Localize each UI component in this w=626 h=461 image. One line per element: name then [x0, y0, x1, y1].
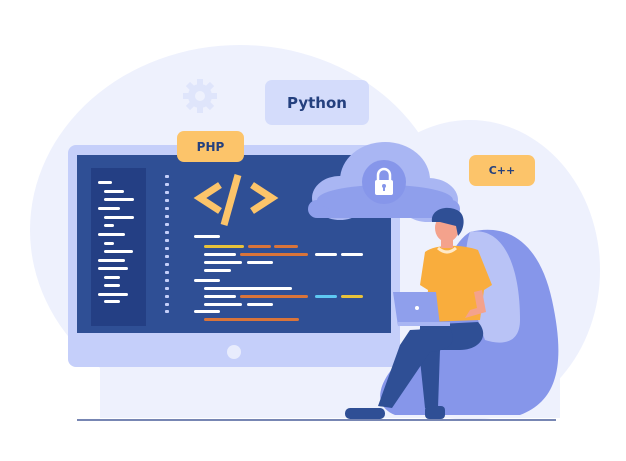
cpp-tag: C++ — [469, 155, 535, 186]
line-number-dots — [165, 175, 169, 313]
code-lines — [194, 235, 363, 321]
code-icon — [193, 174, 279, 226]
python-tag: Python — [265, 80, 369, 125]
php-tag: PHP — [177, 131, 244, 162]
code-sidebar — [91, 168, 146, 326]
power-button — [227, 345, 241, 359]
laptop-icon — [393, 292, 450, 326]
person — [345, 207, 492, 419]
sidebar-lines — [98, 181, 134, 303]
lock-icon — [375, 167, 393, 195]
gear-icon — [183, 79, 217, 113]
